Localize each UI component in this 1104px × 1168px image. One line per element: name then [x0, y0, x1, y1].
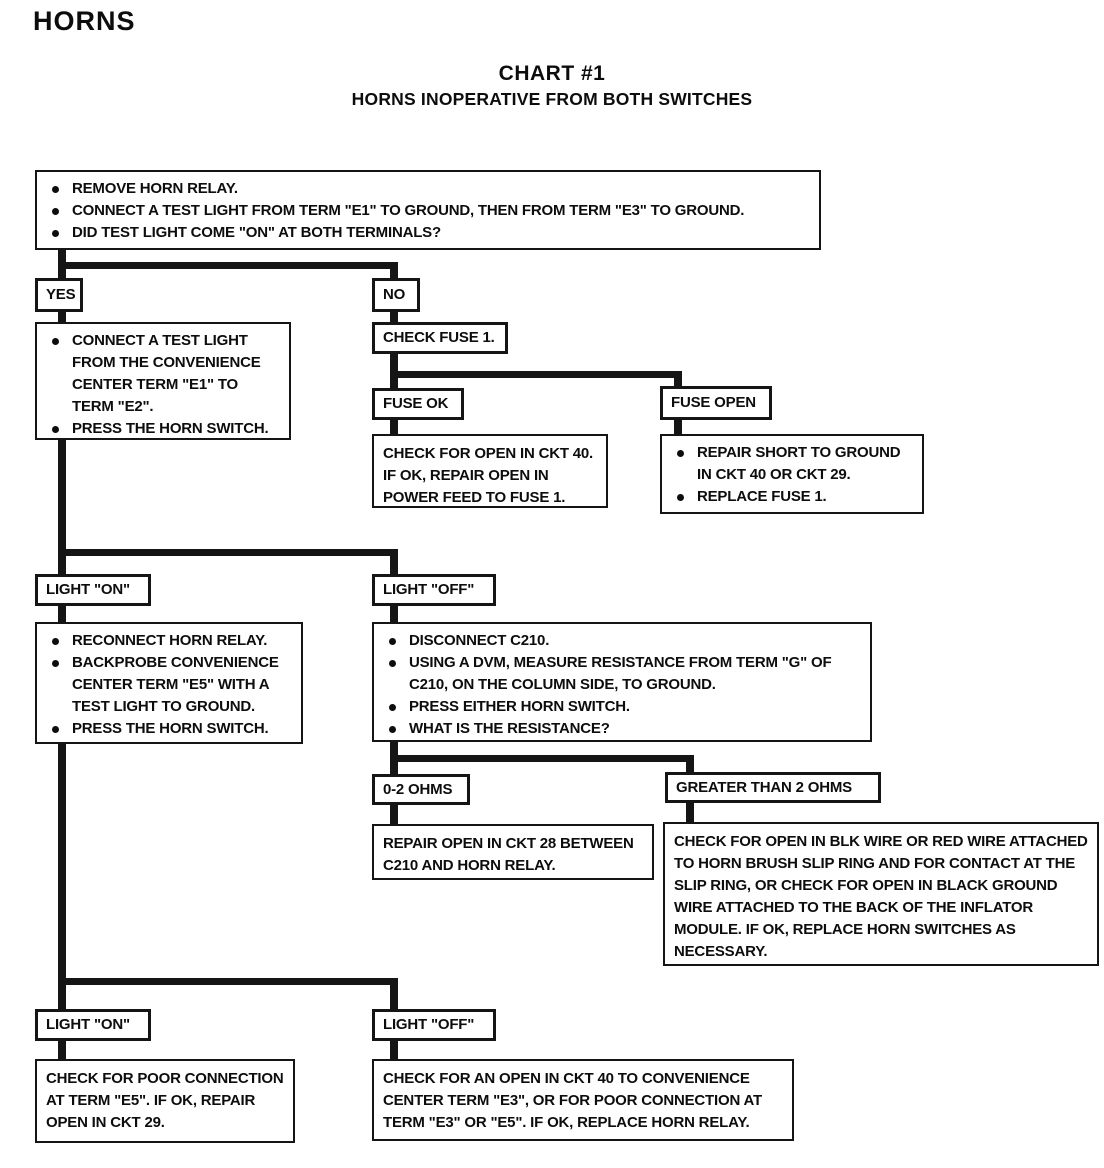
bullet-dot-icon [677, 494, 684, 501]
step-text: CHECK FOR OPEN IN BLK WIRE OR RED WIRE A… [674, 833, 1088, 960]
bullet-dot-icon [52, 186, 59, 193]
branch-label-light-on-mid: LIGHT "ON" [35, 574, 151, 606]
step-text: PRESS THE HORN SWITCH. [72, 720, 269, 737]
step-text: DID TEST LIGHT COME "ON" AT BOTH TERMINA… [72, 224, 441, 241]
connector-branch-light-mid [58, 549, 398, 556]
connector-ohms-low-to-action [390, 805, 398, 824]
flow-node-light-on-action: RECONNECT HORN RELAY. BACKPROBE CONVENIE… [35, 622, 303, 744]
bullet-dot-icon [389, 638, 396, 645]
connector-to-light-off-mid [390, 549, 398, 574]
flow-node-light-on-bottom-action: CHECK FOR POOR CONNECTION AT TERM "E5". … [35, 1059, 295, 1143]
connector-light-on-action-down [58, 744, 66, 1009]
chart-heading: CHART #1 HORNS INOPERATIVE FROM BOTH SWI… [0, 62, 1104, 110]
bullet-dot-icon [52, 638, 59, 645]
connector-yes-action-down [58, 440, 66, 574]
flow-node-fuse-open-action: REPAIR SHORT TO GROUND IN CKT 40 OR CKT … [660, 434, 924, 514]
bullet-dot-icon [52, 230, 59, 237]
branch-label-light-on-bottom: LIGHT "ON" [35, 1009, 151, 1041]
chart-title: CHART #1 [498, 62, 606, 85]
connector-fuse-ok-to-action [390, 420, 398, 434]
branch-label-no: NO [372, 278, 420, 312]
step-text: CHECK FOR POOR CONNECTION AT TERM "E5". … [46, 1070, 284, 1131]
connector-to-fuse-open [674, 371, 682, 386]
branch-label-ohms-high: GREATER THAN 2 OHMS [665, 772, 881, 803]
flow-node-ohms-high-action: CHECK FOR OPEN IN BLK WIRE OR RED WIRE A… [663, 822, 1099, 966]
branch-label-ohms-low: 0-2 OHMS [372, 774, 470, 805]
flow-node-light-off-bottom-action: CHECK FOR AN OPEN IN CKT 40 TO CONVENIEN… [372, 1059, 794, 1141]
connector-light-on-bottom-to-action [58, 1041, 66, 1059]
step-text: CHECK FOR OPEN IN CKT 40. IF OK, REPAIR … [383, 445, 594, 506]
flow-node-start: REMOVE HORN RELAY. CONNECT A TEST LIGHT … [35, 170, 821, 250]
step-text: REPAIR OPEN IN CKT 28 BETWEEN C210 AND H… [383, 835, 634, 874]
connector-branch-light-bottom [58, 978, 398, 985]
connector-to-light-off-bottom [390, 978, 398, 1009]
connector-to-no [390, 262, 398, 278]
step-text: REMOVE HORN RELAY. [72, 180, 238, 197]
connector-to-ohms-high [686, 755, 694, 772]
branch-label-yes: YES [35, 278, 83, 312]
bullet-dot-icon [389, 704, 396, 711]
step-text: RECONNECT HORN RELAY. [72, 632, 268, 649]
step-text: CHECK FOR AN OPEN IN CKT 40 TO CONVENIEN… [383, 1070, 762, 1131]
branch-label-fuse-open: FUSE OPEN [660, 386, 772, 420]
bullet-dot-icon [52, 726, 59, 733]
step-text: REPAIR SHORT TO GROUND IN CKT 40 OR CKT … [697, 444, 901, 483]
step-text: CONNECT A TEST LIGHT FROM TERM "E1" TO G… [72, 202, 745, 219]
step-text: BACKPROBE CONVENIENCE CENTER TERM "E5" W… [72, 654, 279, 715]
connector-branch-yes-no [58, 262, 398, 269]
branch-label-light-off-bottom: LIGHT "OFF" [372, 1009, 496, 1041]
flow-node-check-fuse: CHECK FUSE 1. [372, 322, 508, 354]
bullet-dot-icon [52, 338, 59, 345]
connector-no-to-check-fuse [390, 312, 398, 322]
connector-light-off-mid-to-action [390, 606, 398, 622]
page-title: HORNS [33, 6, 136, 36]
step-text: DISCONNECT C210. [409, 632, 550, 649]
flow-node-yes-action: CONNECT A TEST LIGHT FROM THE CONVENIENC… [35, 322, 291, 440]
step-text: CONNECT A TEST LIGHT FROM THE CONVENIENC… [72, 332, 261, 415]
step-text: PRESS THE HORN SWITCH. [72, 420, 269, 437]
connector-fuse-open-to-action [674, 420, 682, 434]
branch-label-light-off-mid: LIGHT "OFF" [372, 574, 496, 606]
flow-node-ohms-low-action: REPAIR OPEN IN CKT 28 BETWEEN C210 AND H… [372, 824, 654, 880]
branch-label-fuse-ok: FUSE OK [372, 388, 464, 420]
step-text: WHAT IS THE RESISTANCE? [409, 720, 610, 737]
connector-yes-to-action [58, 312, 66, 322]
flow-node-fuse-ok-action: CHECK FOR OPEN IN CKT 40. IF OK, REPAIR … [372, 434, 608, 508]
chart-subtitle: HORNS INOPERATIVE FROM BOTH SWITCHES [351, 89, 753, 109]
bullet-dot-icon [52, 426, 59, 433]
bullet-dot-icon [389, 660, 396, 667]
connector-branch-ohms [390, 755, 694, 762]
connector-light-off-bottom-to-action [390, 1041, 398, 1059]
bullet-dot-icon [677, 450, 684, 457]
bullet-dot-icon [389, 726, 396, 733]
bullet-dot-icon [52, 208, 59, 215]
step-text: USING A DVM, MEASURE RESISTANCE FROM TER… [409, 654, 832, 693]
connector-branch-fuse [390, 371, 680, 378]
step-text: PRESS EITHER HORN SWITCH. [409, 698, 630, 715]
step-text: REPLACE FUSE 1. [697, 488, 827, 505]
bullet-dot-icon [52, 660, 59, 667]
connector-light-on-mid-to-action [58, 606, 66, 622]
connector-ohms-high-to-action [686, 803, 694, 822]
flow-node-light-off-action: DISCONNECT C210. USING A DVM, MEASURE RE… [372, 622, 872, 742]
